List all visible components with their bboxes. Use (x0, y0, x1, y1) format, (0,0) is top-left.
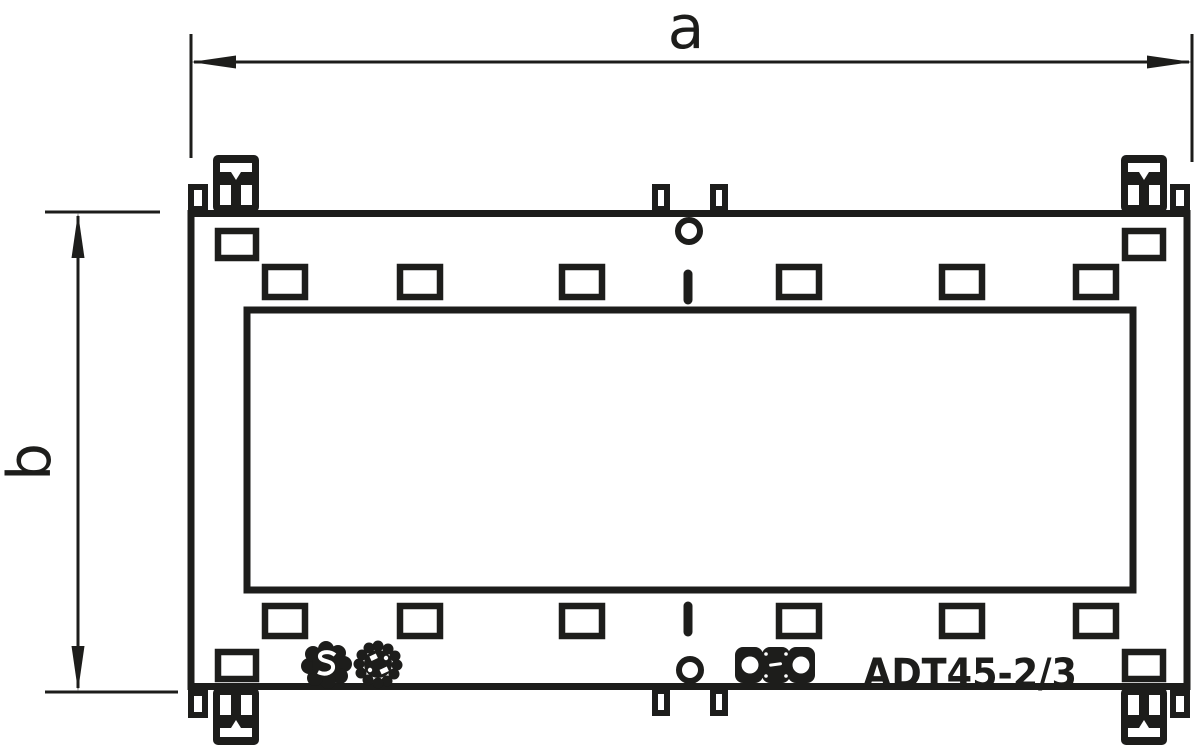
model-label: ADT45-2/3 (863, 651, 1077, 697)
inner-opening-outline (243, 306, 1137, 594)
slot-bottom-4 (775, 602, 823, 640)
obo-logo-icon (735, 647, 815, 683)
dimension-b-arrow-top (71, 213, 85, 258)
center-tab-bottom-2 (710, 688, 728, 716)
slot-bottom-2 (396, 602, 444, 640)
corner-slot-top-right (1121, 227, 1167, 262)
din-clip-bottom-left (213, 688, 259, 745)
slot-top-3 (558, 263, 606, 301)
center-tab-top-2 (710, 184, 728, 212)
dimension-b-label: b (0, 443, 65, 481)
din-clip-top-right (1121, 155, 1167, 212)
side-tab-bottom-right (1170, 690, 1190, 718)
center-tab-top-1 (652, 184, 670, 212)
slot-bottom-3 (558, 602, 606, 640)
side-tab-bottom-left (188, 690, 208, 718)
screw-hole-bottom (676, 656, 704, 684)
gear-approval-mark-icon (353, 640, 403, 689)
slot-bottom-1 (261, 602, 309, 640)
dimension-a-arrow-left (191, 55, 236, 69)
side-tab-top-left (188, 184, 208, 212)
dimension-b (45, 210, 178, 694)
corner-slot-bottom-right (1121, 648, 1167, 683)
flower-approval-mark-icon (301, 641, 352, 689)
slot-bottom-5 (938, 602, 986, 640)
slot-top-4 (775, 263, 823, 301)
corner-slot-bottom-left (214, 648, 260, 683)
slot-top-5 (938, 263, 986, 301)
dimension-b-arrow-bottom (71, 646, 85, 691)
dimension-a-arrow-right (1147, 55, 1192, 69)
dimension-a-label: a (668, 0, 705, 63)
center-tab-bottom-1 (652, 688, 670, 716)
slot-top-1 (261, 263, 309, 301)
slot-top-6 (1072, 263, 1120, 301)
din-clip-top-left (213, 155, 259, 212)
slot-top-2 (396, 263, 444, 301)
screw-hole-top (675, 217, 703, 245)
din-clip-bottom-right (1121, 688, 1167, 745)
dimension-a (189, 34, 1194, 162)
corner-slot-top-left (214, 227, 260, 262)
side-tab-top-right (1170, 184, 1190, 212)
slot-bottom-6 (1072, 602, 1120, 640)
